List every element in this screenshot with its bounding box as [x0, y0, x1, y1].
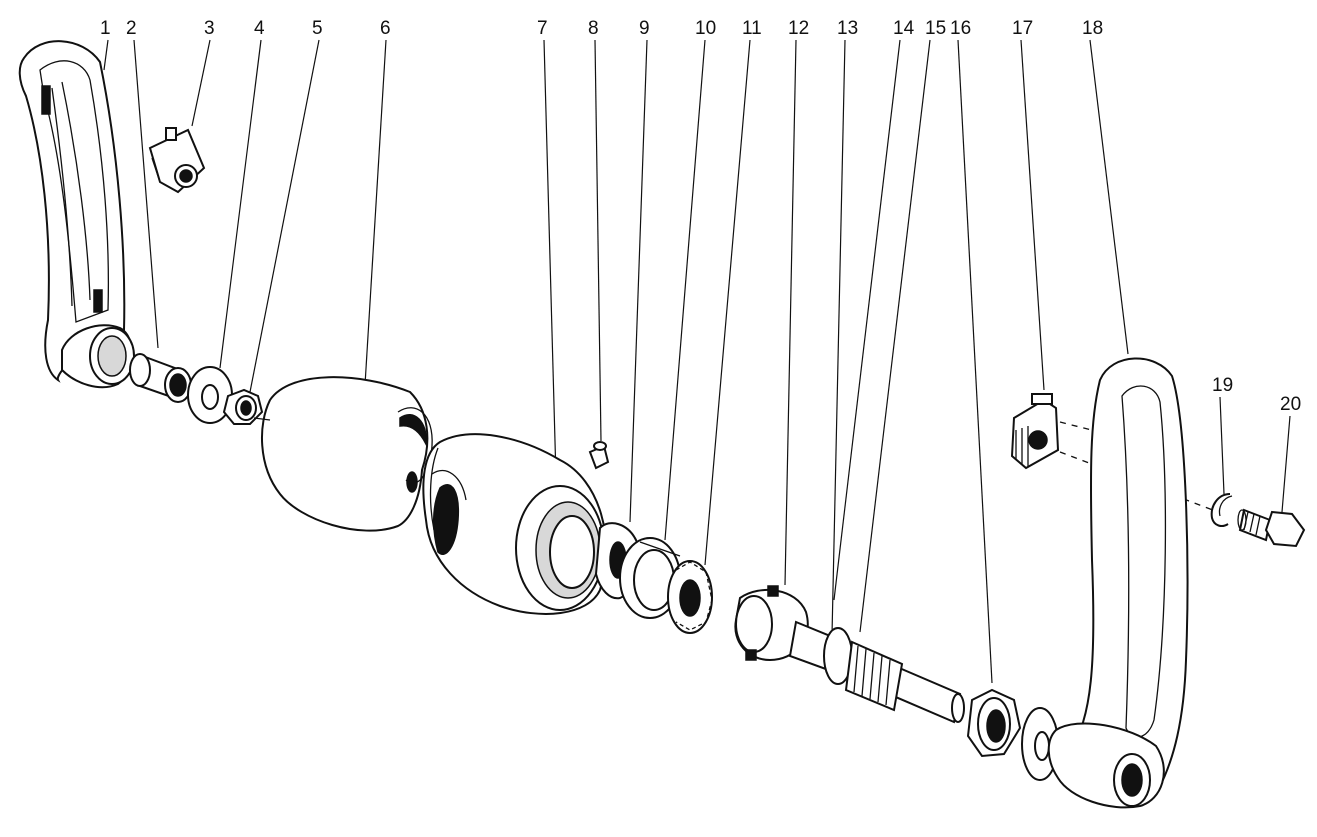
callout-13: 13 [837, 18, 858, 39]
leader-3 [191, 39, 211, 127]
callout-labels: 1 2 3 4 5 6 7 8 9 10 11 12 13 14 15 16 1… [100, 18, 1301, 415]
leader-4 [219, 39, 262, 369]
leader-18 [1089, 39, 1129, 355]
callout-4: 4 [254, 18, 265, 39]
part-10-bearing-race [619, 537, 681, 619]
leader-10 [664, 39, 706, 541]
callout-20: 20 [1280, 394, 1301, 415]
leader-lines [103, 39, 1291, 684]
part-4-washer [187, 366, 233, 424]
callout-5: 5 [312, 18, 323, 39]
callout-11: 11 [742, 18, 762, 39]
callout-7: 7 [537, 18, 548, 39]
leader-15 [859, 39, 931, 633]
callout-2: 2 [126, 18, 137, 39]
leader-5 [249, 39, 320, 393]
leader-20 [1281, 415, 1291, 513]
part-11-roller-bearing [667, 560, 713, 634]
leader-9 [629, 39, 648, 523]
callout-8: 8 [588, 18, 599, 39]
leader-8 [594, 39, 602, 442]
leader-16 [957, 39, 993, 684]
part-2-bushing [129, 353, 192, 403]
part-16-lock-nut [966, 688, 1022, 758]
leader-6 [364, 39, 387, 386]
leader-2 [133, 39, 159, 349]
part-17-clip [1010, 393, 1060, 470]
callout-10: 10 [695, 18, 716, 39]
leader-14 [833, 39, 901, 601]
callout-18: 18 [1082, 18, 1103, 39]
part-20-bolt [1237, 508, 1306, 548]
callout-6: 6 [380, 18, 391, 39]
callout-3: 3 [204, 18, 215, 39]
callout-12: 12 [788, 18, 809, 39]
callout-17: 17 [1012, 18, 1033, 39]
part-8-grease-nipple [588, 441, 610, 470]
callout-14: 14 [893, 18, 915, 39]
part-7-housing [422, 433, 608, 615]
callout-15: 15 [925, 18, 946, 39]
part-18-crank-arm [1047, 357, 1189, 809]
leader-19 [1219, 396, 1225, 495]
callout-9: 9 [639, 18, 650, 39]
leader-11 [704, 39, 751, 566]
leader-1 [103, 39, 109, 71]
callout-1: 1 [100, 18, 111, 39]
part-19-circlip [1210, 493, 1233, 527]
part-15-threaded-section [844, 640, 904, 712]
leader-7 [543, 39, 557, 479]
part-3-clip [148, 127, 206, 194]
part-6-shell [253, 376, 433, 532]
part-1-crank-arm [18, 40, 135, 389]
leader-13 [831, 39, 846, 636]
leader-17 [1020, 39, 1045, 391]
callout-16: 16 [950, 18, 971, 39]
leader-12 [784, 39, 797, 586]
callout-19: 19 [1212, 375, 1233, 396]
